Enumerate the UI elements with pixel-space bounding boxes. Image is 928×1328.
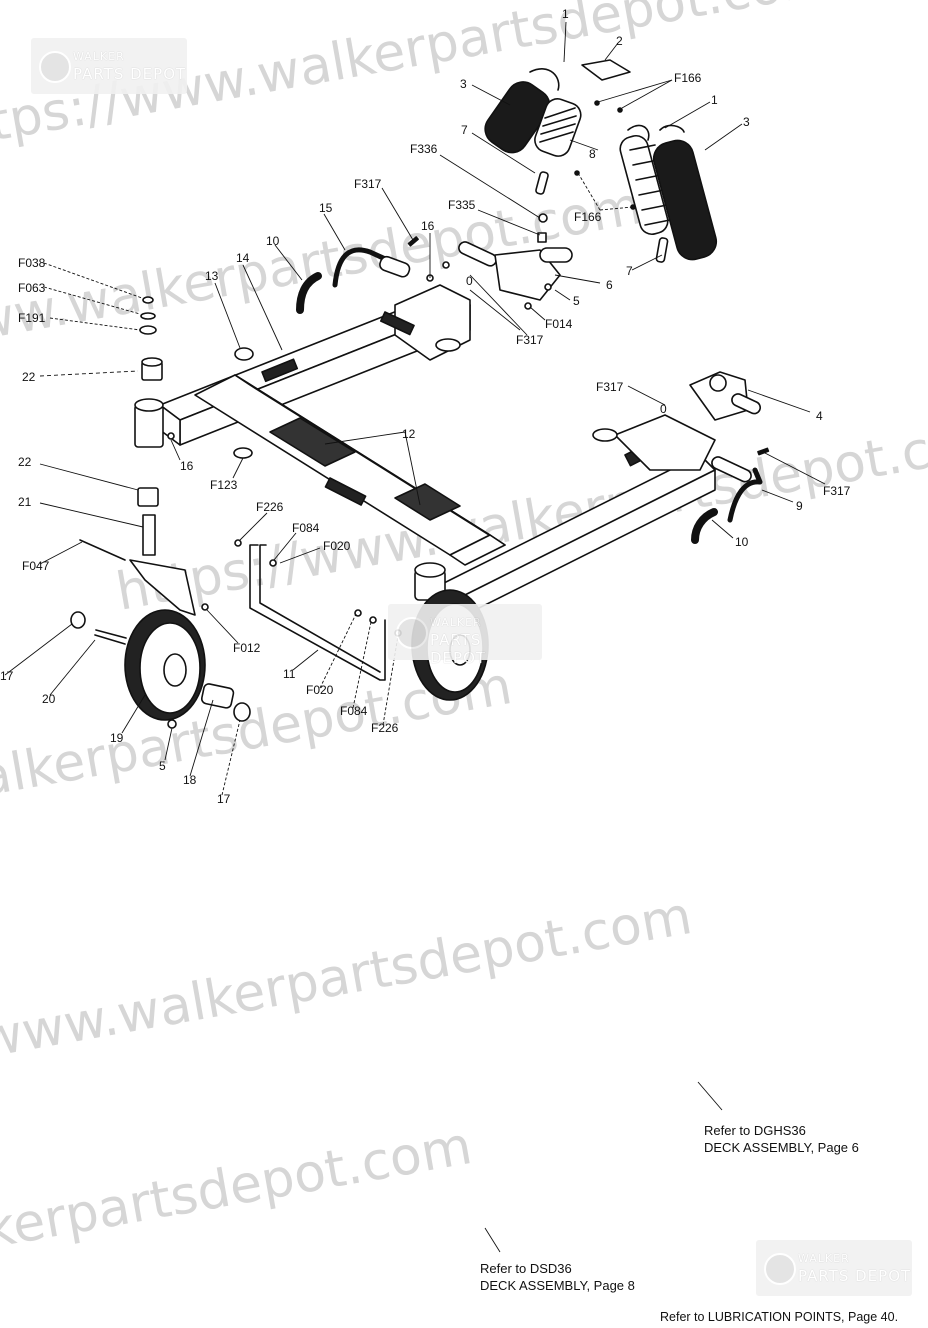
spring-bracket-2 [581, 59, 631, 81]
callout-labels: 1 2 3 F166 1 3 7 8 F336 F317 F335 F166 1… [0, 7, 851, 806]
callout-F317: F317 [596, 380, 624, 394]
reference-dghs36-line2: DECK ASSEMBLY, Page 6 [704, 1140, 859, 1155]
watermark-text: https://www.walkerpartsdepot.com [0, 1116, 476, 1328]
callout-F014: F014 [545, 317, 573, 331]
callout-F226: F226 [256, 500, 284, 514]
callout-F038: F038 [18, 256, 46, 270]
logo-brand-line2: PARTS DEPOT [798, 1267, 912, 1285]
callout-14: 14 [236, 251, 250, 265]
callout-F047: F047 [22, 559, 50, 573]
reference-dsd36-line2: DECK ASSEMBLY, Page 8 [480, 1278, 635, 1293]
callout-22: 22 [18, 455, 32, 469]
left-pivot-bracket [379, 284, 471, 361]
callout-3: 3 [743, 115, 750, 129]
left-wheel-assembly [70, 539, 251, 729]
logo-mark-icon [396, 617, 428, 649]
callout-11: 11 [283, 667, 296, 681]
callout-22: 22 [22, 370, 36, 384]
callout-17: 17 [217, 792, 231, 806]
walker-parts-depot-logo: WALKER PARTS DEPOT [756, 1240, 912, 1296]
callout-0: 0 [466, 274, 473, 288]
lift-arm-bracket [458, 241, 573, 310]
callout-12: 12 [402, 427, 416, 441]
leader-lines [4, 21, 826, 1253]
callout-F123: F123 [210, 478, 238, 492]
callout-7: 7 [461, 123, 468, 137]
logo-brand-line1: WALKER [430, 616, 482, 629]
left-handle [332, 247, 411, 288]
callout-1: 1 [711, 93, 718, 107]
callout-F084: F084 [340, 704, 368, 718]
callout-13: 13 [205, 269, 219, 283]
callout-20: 20 [42, 692, 56, 706]
callout-F336: F336 [410, 142, 438, 156]
spring-cover-right [652, 124, 718, 261]
callout-4: 4 [816, 409, 823, 423]
walker-parts-depot-logo: WALKER PARTS DEPOT [31, 38, 187, 94]
spring-right [619, 124, 671, 236]
callout-19: 19 [110, 731, 124, 745]
callout-F317: F317 [516, 333, 544, 347]
callout-5: 5 [159, 759, 166, 773]
watermark-text: https://www.walkerpartsdepot.com [112, 406, 928, 623]
callout-9: 9 [796, 499, 803, 513]
walker-parts-depot-logo: WALKER PARTS DEPOT [388, 604, 542, 667]
callout-F166: F166 [674, 71, 702, 85]
logo-mark-icon [39, 51, 71, 83]
callout-16: 16 [180, 459, 194, 473]
callout-15: 15 [319, 201, 333, 215]
spring-cover-left [484, 68, 560, 154]
callout-F191: F191 [18, 311, 46, 325]
spring-left [534, 98, 582, 157]
callout-2: 2 [616, 34, 623, 48]
reference-lubrication: Refer to LUBRICATION POINTS, Page 40. [660, 1310, 899, 1324]
callout-F166: F166 [574, 210, 602, 224]
callout-16: 16 [421, 219, 435, 233]
callout-3: 3 [460, 77, 467, 91]
callout-7: 7 [626, 264, 633, 278]
logo-brand-line1: WALKER [73, 50, 125, 63]
callout-6: 6 [606, 278, 613, 292]
callout-F020: F020 [306, 683, 334, 697]
callout-5: 5 [573, 294, 580, 308]
watermark-text: https://www.walkerpartsdepot.com [0, 886, 696, 1103]
callout-F063: F063 [18, 281, 46, 295]
pivot-bracket-4 [689, 371, 762, 421]
callout-8: 8 [589, 147, 596, 161]
right-grip-10 [691, 508, 718, 544]
small-hardware [167, 100, 770, 611]
callout-0: 0 [660, 402, 667, 416]
callout-F317: F317 [354, 177, 382, 191]
logo-brand-line2: PARTS DEPOT [430, 631, 487, 667]
frame-cross-member [194, 374, 506, 566]
callout-10: 10 [735, 535, 749, 549]
left-caster-post [129, 296, 196, 616]
callout-F084: F084 [292, 521, 320, 535]
logo-brand-line2: PARTS DEPOT [73, 65, 187, 83]
callout-17: 17 [0, 669, 14, 683]
callout-1: 1 [562, 7, 569, 21]
callout-F012: F012 [233, 641, 261, 655]
reference-dghs36-line1: Refer to DGHS36 [704, 1123, 806, 1138]
callout-F335: F335 [448, 198, 476, 212]
right-handle [711, 456, 763, 523]
callout-21: 21 [18, 495, 32, 509]
callout-F020: F020 [323, 539, 351, 553]
logo-brand-line1: WALKER [798, 1252, 850, 1265]
callout-10: 10 [266, 234, 280, 248]
reference-dsd36: Refer to DSD36 DECK ASSEMBLY, Page 8 [480, 1260, 635, 1294]
right-pivot-bracket [592, 414, 716, 471]
callout-18: 18 [183, 773, 197, 787]
callout-F317: F317 [823, 484, 851, 498]
reference-dghs36: Refer to DGHS36 DECK ASSEMBLY, Page 6 [704, 1122, 859, 1156]
logo-mark-icon [764, 1253, 796, 1285]
left-grip-10 [296, 272, 322, 314]
reference-dsd36-line1: Refer to DSD36 [480, 1261, 572, 1276]
callout-F226: F226 [371, 721, 399, 735]
